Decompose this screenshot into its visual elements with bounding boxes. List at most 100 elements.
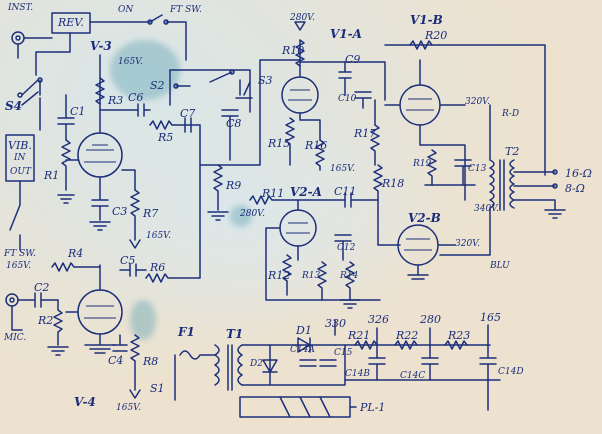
- label-r13: R13: [302, 271, 321, 281]
- pl1-plug: [239, 396, 351, 418]
- c14d-capacitor: [479, 344, 497, 391]
- r17-resistor: [370, 124, 380, 166]
- label-c7: C7: [180, 107, 196, 120]
- label-c6: C6: [128, 91, 144, 104]
- rev-box: [51, 12, 91, 34]
- label-mic: MIC.: [4, 333, 27, 343]
- c3-capacitor: [91, 176, 109, 221]
- label-volt-340: 340V.: [474, 204, 499, 214]
- s2-switch: [169, 69, 251, 113]
- inst-jack: [11, 31, 25, 45]
- r5-resistor: [149, 120, 201, 130]
- label-v280: 280: [420, 313, 441, 326]
- label-v4-volt: 165V.: [116, 403, 141, 413]
- r10-resistor: [295, 39, 305, 67]
- r15-resistor: [285, 117, 295, 166]
- r22-resistor: [394, 340, 418, 350]
- label-c2: C2: [34, 281, 50, 294]
- label-s3: S3: [258, 74, 273, 87]
- s3-switch: [235, 79, 253, 99]
- label-r4-volt: 165V.: [6, 261, 31, 271]
- label-c9: C9: [345, 53, 361, 66]
- label-t1: T1: [226, 327, 244, 341]
- label-v165: 165: [480, 311, 501, 324]
- c5-capacitor: [119, 263, 147, 277]
- label-c13: C13: [468, 164, 487, 174]
- label-ft-sw-top: FT SW.: [170, 5, 202, 15]
- label-r21: R21: [348, 329, 371, 342]
- label-r3: R3: [108, 94, 124, 107]
- r4-resistor: [51, 262, 101, 272]
- label-r19: R19: [413, 159, 432, 169]
- label-r14: R14: [340, 271, 359, 281]
- r16-resistor: [315, 139, 325, 171]
- label-r6: R6: [150, 261, 166, 274]
- label-rev: REV.: [58, 16, 84, 29]
- label-v330: 330: [325, 317, 346, 330]
- label-r16-volt: 165V.: [330, 164, 355, 174]
- v4-tube: [77, 289, 123, 335]
- c13-capacitor: [454, 159, 472, 186]
- label-r7-volt: 165V.: [146, 231, 171, 241]
- label-on: ON: [118, 5, 134, 15]
- c4-capacitor: [112, 334, 128, 352]
- c6-capacitor: [129, 103, 151, 117]
- v1a-tube: [281, 76, 319, 114]
- label-v2a: V2-A: [290, 185, 322, 199]
- label-c5: C5: [120, 254, 136, 267]
- r18-resistor: [373, 164, 383, 211]
- label-v1b-volt: 320V.: [465, 97, 490, 107]
- r13-resistor: [317, 261, 327, 301]
- v2b-tube: [397, 224, 439, 266]
- c8-capacitor: [221, 109, 239, 161]
- label-v3-volt: 165V.: [118, 57, 143, 67]
- label-r20: R20: [425, 29, 448, 42]
- label-r1: R1: [44, 169, 60, 182]
- label-c11: C11: [334, 185, 357, 198]
- label-r10-volt: 280V.: [290, 13, 315, 23]
- r11-resistor: [249, 195, 299, 205]
- label-r9: R9: [226, 179, 242, 192]
- label-r11-volt: 280V.: [240, 209, 265, 219]
- label-vib: VIB.: [8, 139, 32, 152]
- label-d2: D2: [250, 359, 263, 369]
- label-vib-in: IN: [14, 153, 26, 163]
- c14b-capacitor: [368, 344, 386, 381]
- label-r11: R11: [262, 187, 285, 200]
- label-c14d: C14D: [498, 367, 524, 377]
- mic-jack: [5, 293, 19, 307]
- d1-diode: [297, 337, 311, 353]
- label-t2: T2: [505, 145, 520, 158]
- r9-resistor: [213, 164, 223, 211]
- t1-transformer: [214, 344, 233, 391]
- v3-tube: [77, 132, 123, 178]
- label-vib-out: OUT: [10, 167, 31, 177]
- label-c10: C10: [338, 94, 357, 104]
- r19-resistor: [427, 149, 437, 186]
- label-r12: R12: [268, 269, 291, 282]
- label-pl1: PL-1: [360, 401, 386, 414]
- label-c3: C3: [112, 205, 128, 218]
- label-c12: C12: [337, 243, 356, 253]
- label-c14c: C14C: [400, 371, 426, 381]
- label-r7: R7: [143, 207, 159, 220]
- label-r2: R2: [38, 314, 54, 327]
- label-out-8: 8-Ω: [565, 182, 585, 195]
- c14c-capacitor: [421, 344, 439, 381]
- c9-capacitor: [338, 61, 352, 96]
- v1b-tube: [399, 84, 441, 126]
- c14a-capacitor: [299, 359, 317, 367]
- ink-stain: [130, 300, 156, 340]
- label-c4: C4: [108, 354, 124, 367]
- v2a-tube: [279, 209, 317, 247]
- label-c8: C8: [226, 117, 242, 130]
- r2-pot: [53, 299, 63, 346]
- c10-capacitor: [354, 91, 372, 109]
- r12-resistor: [282, 254, 292, 296]
- r6-resistor: [145, 164, 201, 283]
- label-f1: F1: [178, 325, 195, 339]
- label-s1: S1: [150, 382, 165, 395]
- label-r16: R16: [305, 139, 328, 152]
